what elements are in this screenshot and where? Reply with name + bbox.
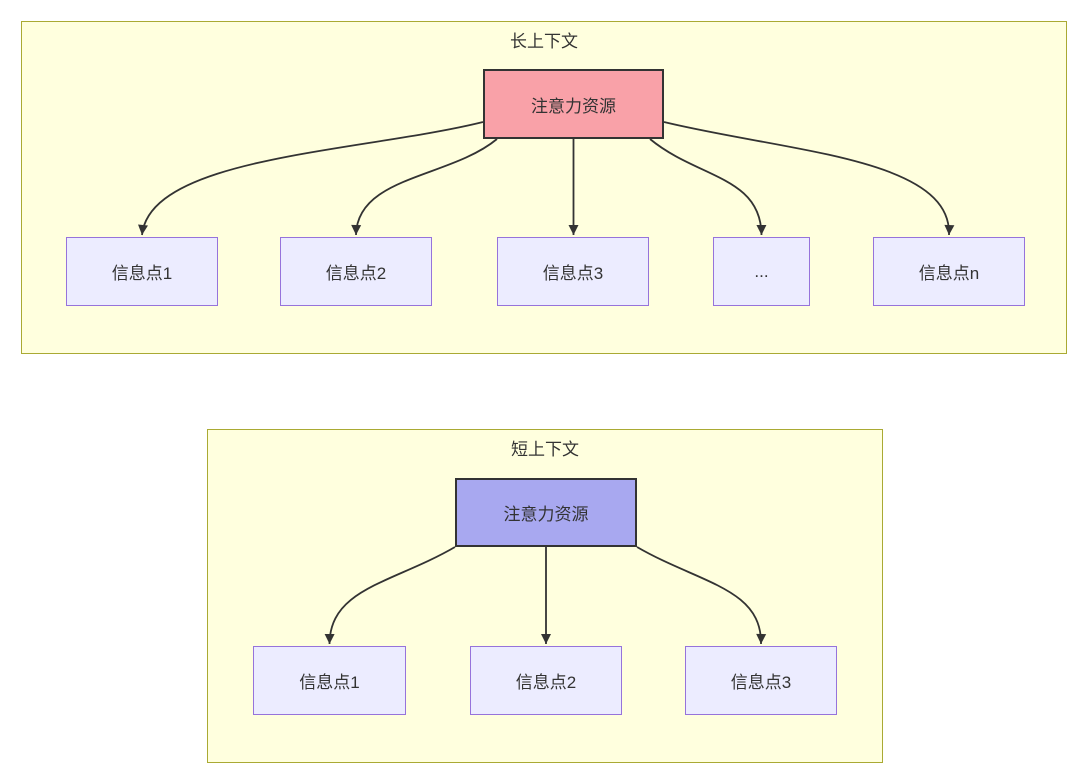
- node-label: 注意力资源: [503, 505, 589, 524]
- node-label: 信息点3: [542, 264, 604, 283]
- node-label: 信息点n: [918, 264, 980, 283]
- node-label: 信息点1: [299, 673, 360, 692]
- node-label: 信息点2: [515, 673, 577, 692]
- node-short-info-1: 信息点1: [253, 646, 406, 715]
- node-label: 信息点3: [730, 673, 792, 692]
- subgraph-short-context-title: 短上下文: [511, 440, 579, 459]
- node-label: 信息点1: [111, 264, 173, 283]
- node-long-info-n: 信息点n: [873, 237, 1025, 306]
- node-label: ...: [754, 261, 769, 281]
- node-label: 注意力资源: [531, 96, 616, 116]
- subgraph-long-context-title: 长上下文: [510, 32, 578, 51]
- node-short-info-3: 信息点3: [685, 646, 837, 715]
- node-long-attention-resource: 注意力资源: [483, 69, 664, 139]
- node-long-info-ellipsis: ...: [713, 237, 810, 306]
- node-short-attention-resource: 注意力资源: [455, 478, 637, 547]
- node-long-info-2: 信息点2: [280, 237, 432, 306]
- node-long-info-1: 信息点1: [66, 237, 218, 306]
- node-short-info-2: 信息点2: [470, 646, 622, 715]
- node-long-info-3: 信息点3: [497, 237, 649, 306]
- node-label: 信息点2: [325, 264, 387, 283]
